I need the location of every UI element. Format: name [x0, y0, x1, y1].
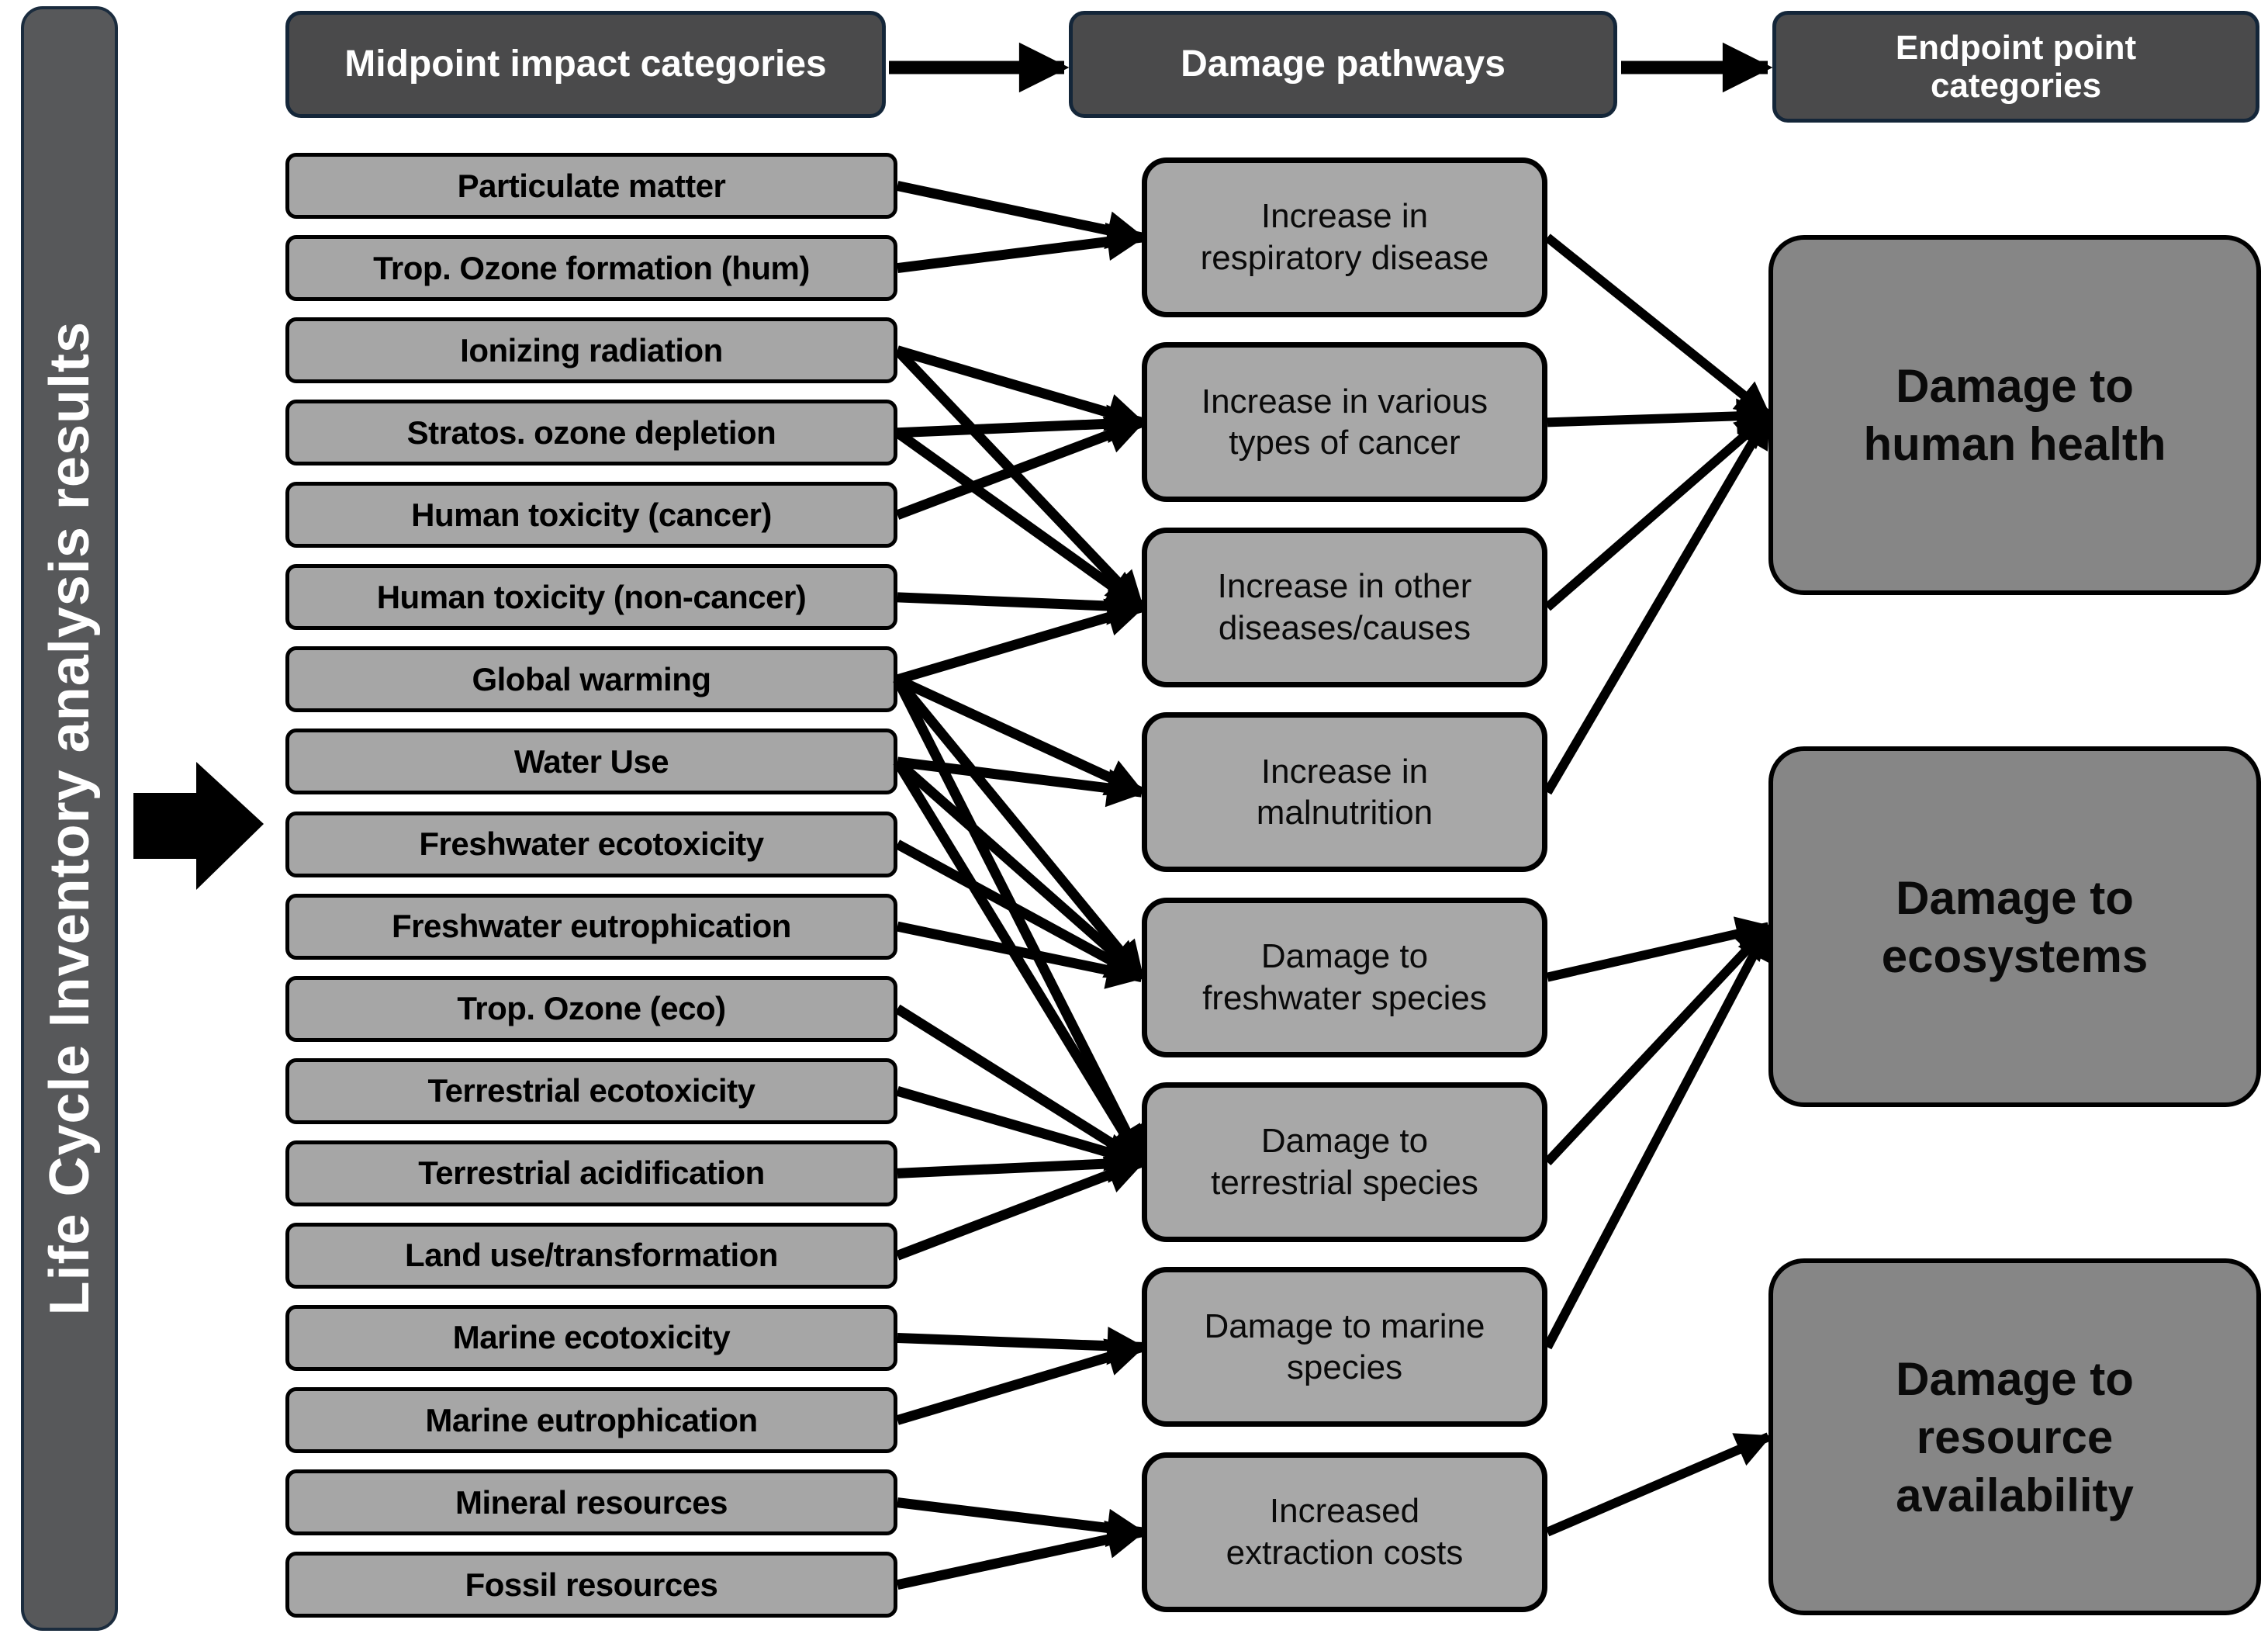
midpoint-box-trop-ozone-eco: Trop. Ozone (eco): [285, 975, 897, 1042]
header-midpoint-impact-categories: Midpoint impact categories: [285, 11, 886, 118]
midpoint-box-global-warming: Global warming: [285, 646, 897, 713]
midpoint-box-trop-ozone-formation-hum: Trop. Ozone formation (hum): [285, 235, 897, 302]
midpoint-box-marine-eutrophication: Marine eutrophication: [285, 1387, 897, 1454]
pathway-box-respiratory-disease: Increase in respiratory disease: [1142, 157, 1547, 317]
pathway-box-types-of-cancer: Increase in various types of cancer: [1142, 342, 1547, 503]
endpoint-box-human-health: Damage to human health: [1768, 235, 2261, 595]
endpoint-box-ecosystems: Damage to ecosystems: [1768, 746, 2261, 1107]
pathway-box-freshwater-species: Damage to freshwater species: [1142, 897, 1547, 1057]
header-damage-pathways: Damage pathways: [1069, 11, 1617, 118]
midpoint-box-freshwater-ecotoxicity: Freshwater ecotoxicity: [285, 811, 897, 877]
midpoint-box-mineral-resources: Mineral resources: [285, 1469, 897, 1536]
midpoint-box-land-use-transformation: Land use/transformation: [285, 1222, 897, 1289]
midpoint-box-terrestrial-ecotoxicity: Terrestrial ecotoxicity: [285, 1057, 897, 1124]
pathway-box-marine-species: Damage to marine species: [1142, 1267, 1547, 1428]
header-endpoint-categories: Endpoint point categories: [1772, 11, 2259, 123]
midpoint-box-water-use: Water Use: [285, 729, 897, 795]
midpoint-box-stratos-ozone-depletion: Stratos. ozone depletion: [285, 400, 897, 466]
midpoint-box-marine-ecotoxicity: Marine ecotoxicity: [285, 1304, 897, 1371]
midpoint-box-particulate-matter: Particulate matter: [285, 153, 897, 219]
midpoint-box-fossil-resources: Fossil resources: [285, 1552, 897, 1618]
sidebar-lci-results: Life Cycle Inventory analysis results: [21, 6, 118, 1631]
midpoint-box-terrestrial-acidification: Terrestrial acidification: [285, 1140, 897, 1206]
pathway-box-other-diseases: Increase in other diseases/causes: [1142, 527, 1547, 687]
sidebar-label: Life Cycle Inventory analysis results: [38, 321, 101, 1316]
midpoint-box-human-toxicity-cancer: Human toxicity (cancer): [285, 482, 897, 549]
pathway-box-terrestrial-species: Damage to terrestrial species: [1142, 1082, 1547, 1242]
pathway-box-malnutrition: Increase in malnutrition: [1142, 712, 1547, 873]
midpoint-box-human-toxicity-non-cancer: Human toxicity (non-cancer): [285, 564, 897, 631]
midpoint-box-freshwater-eutrophication: Freshwater eutrophication: [285, 893, 897, 960]
pathway-box-extraction-costs: Increased extraction costs: [1142, 1452, 1547, 1612]
endpoint-box-resource-availability: Damage to resource availability: [1768, 1258, 2261, 1615]
midpoint-box-ionizing-radiation: Ionizing radiation: [285, 317, 897, 384]
